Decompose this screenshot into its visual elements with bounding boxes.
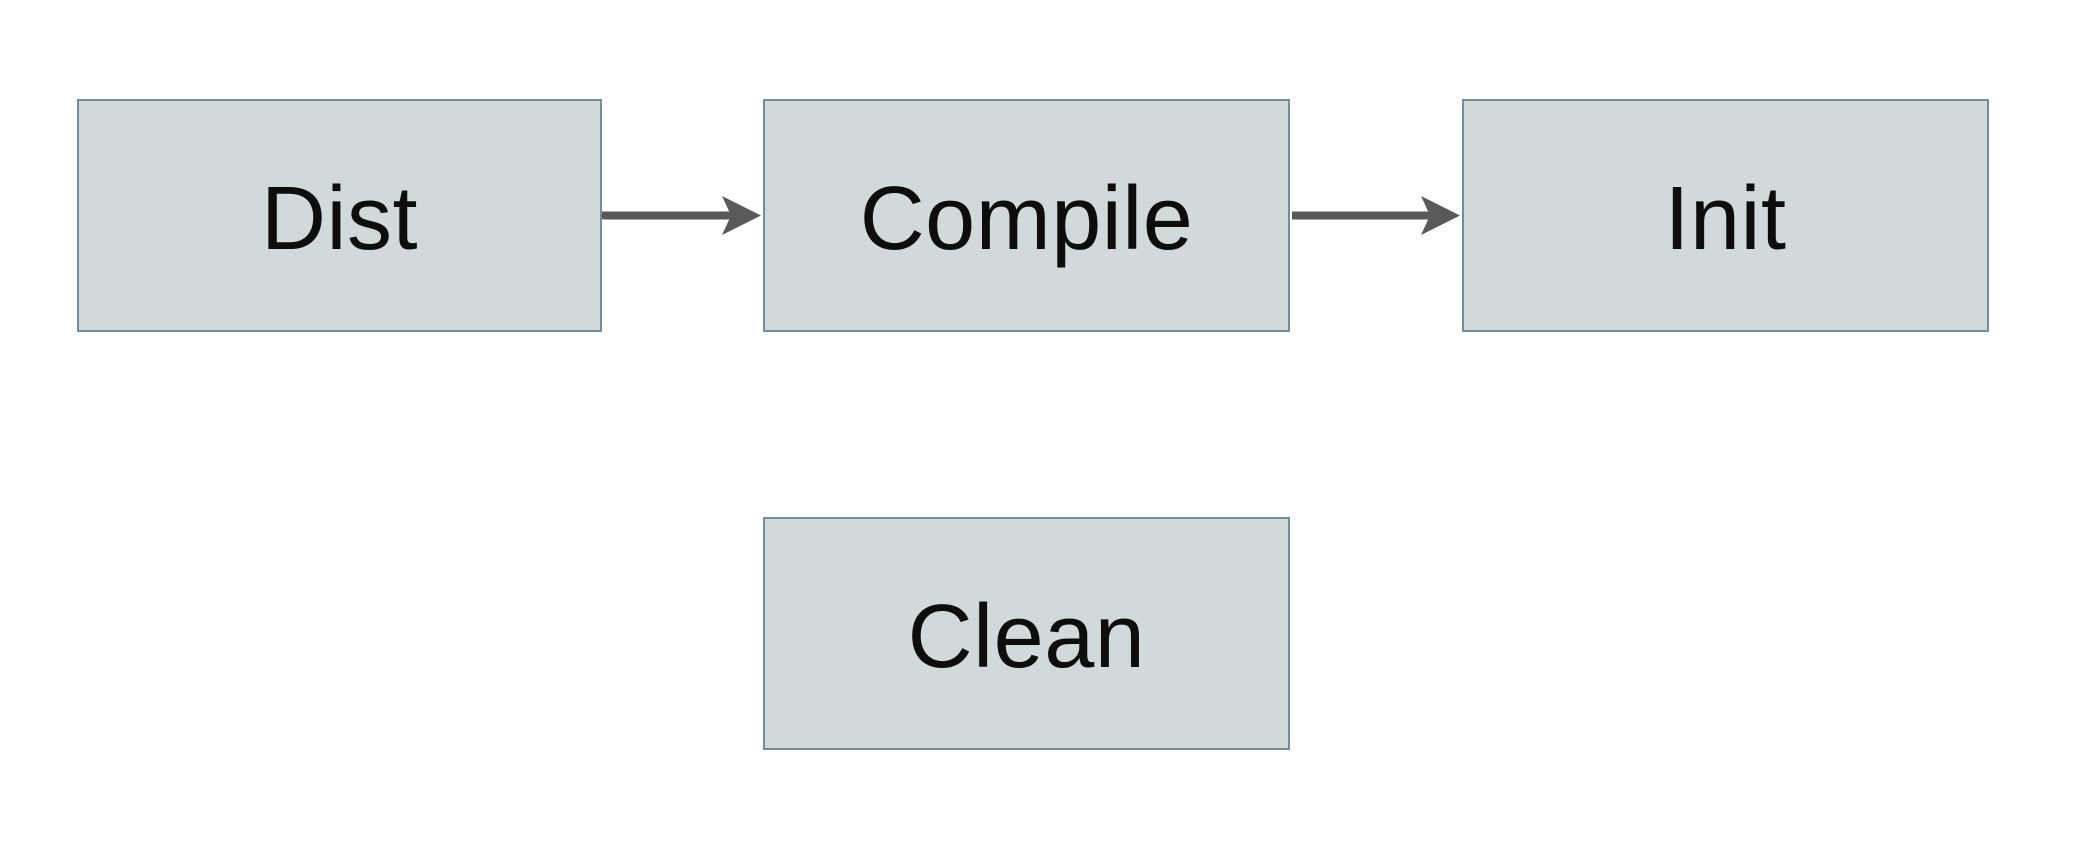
- node-init[interactable]: Init: [1462, 99, 1989, 332]
- node-init-label: Init: [1664, 168, 1787, 269]
- node-dist[interactable]: Dist: [77, 99, 602, 332]
- edge-dist-to-compile[interactable]: [602, 196, 761, 235]
- arrowhead-icon: [722, 196, 761, 235]
- arrowhead-icon: [1421, 196, 1460, 235]
- node-clean[interactable]: Clean: [763, 517, 1290, 750]
- node-compile[interactable]: Compile: [763, 99, 1290, 332]
- node-compile-label: Compile: [859, 168, 1194, 269]
- edge-compile-to-init[interactable]: [1292, 196, 1460, 235]
- node-clean-label: Clean: [907, 586, 1146, 687]
- node-dist-label: Dist: [261, 168, 418, 269]
